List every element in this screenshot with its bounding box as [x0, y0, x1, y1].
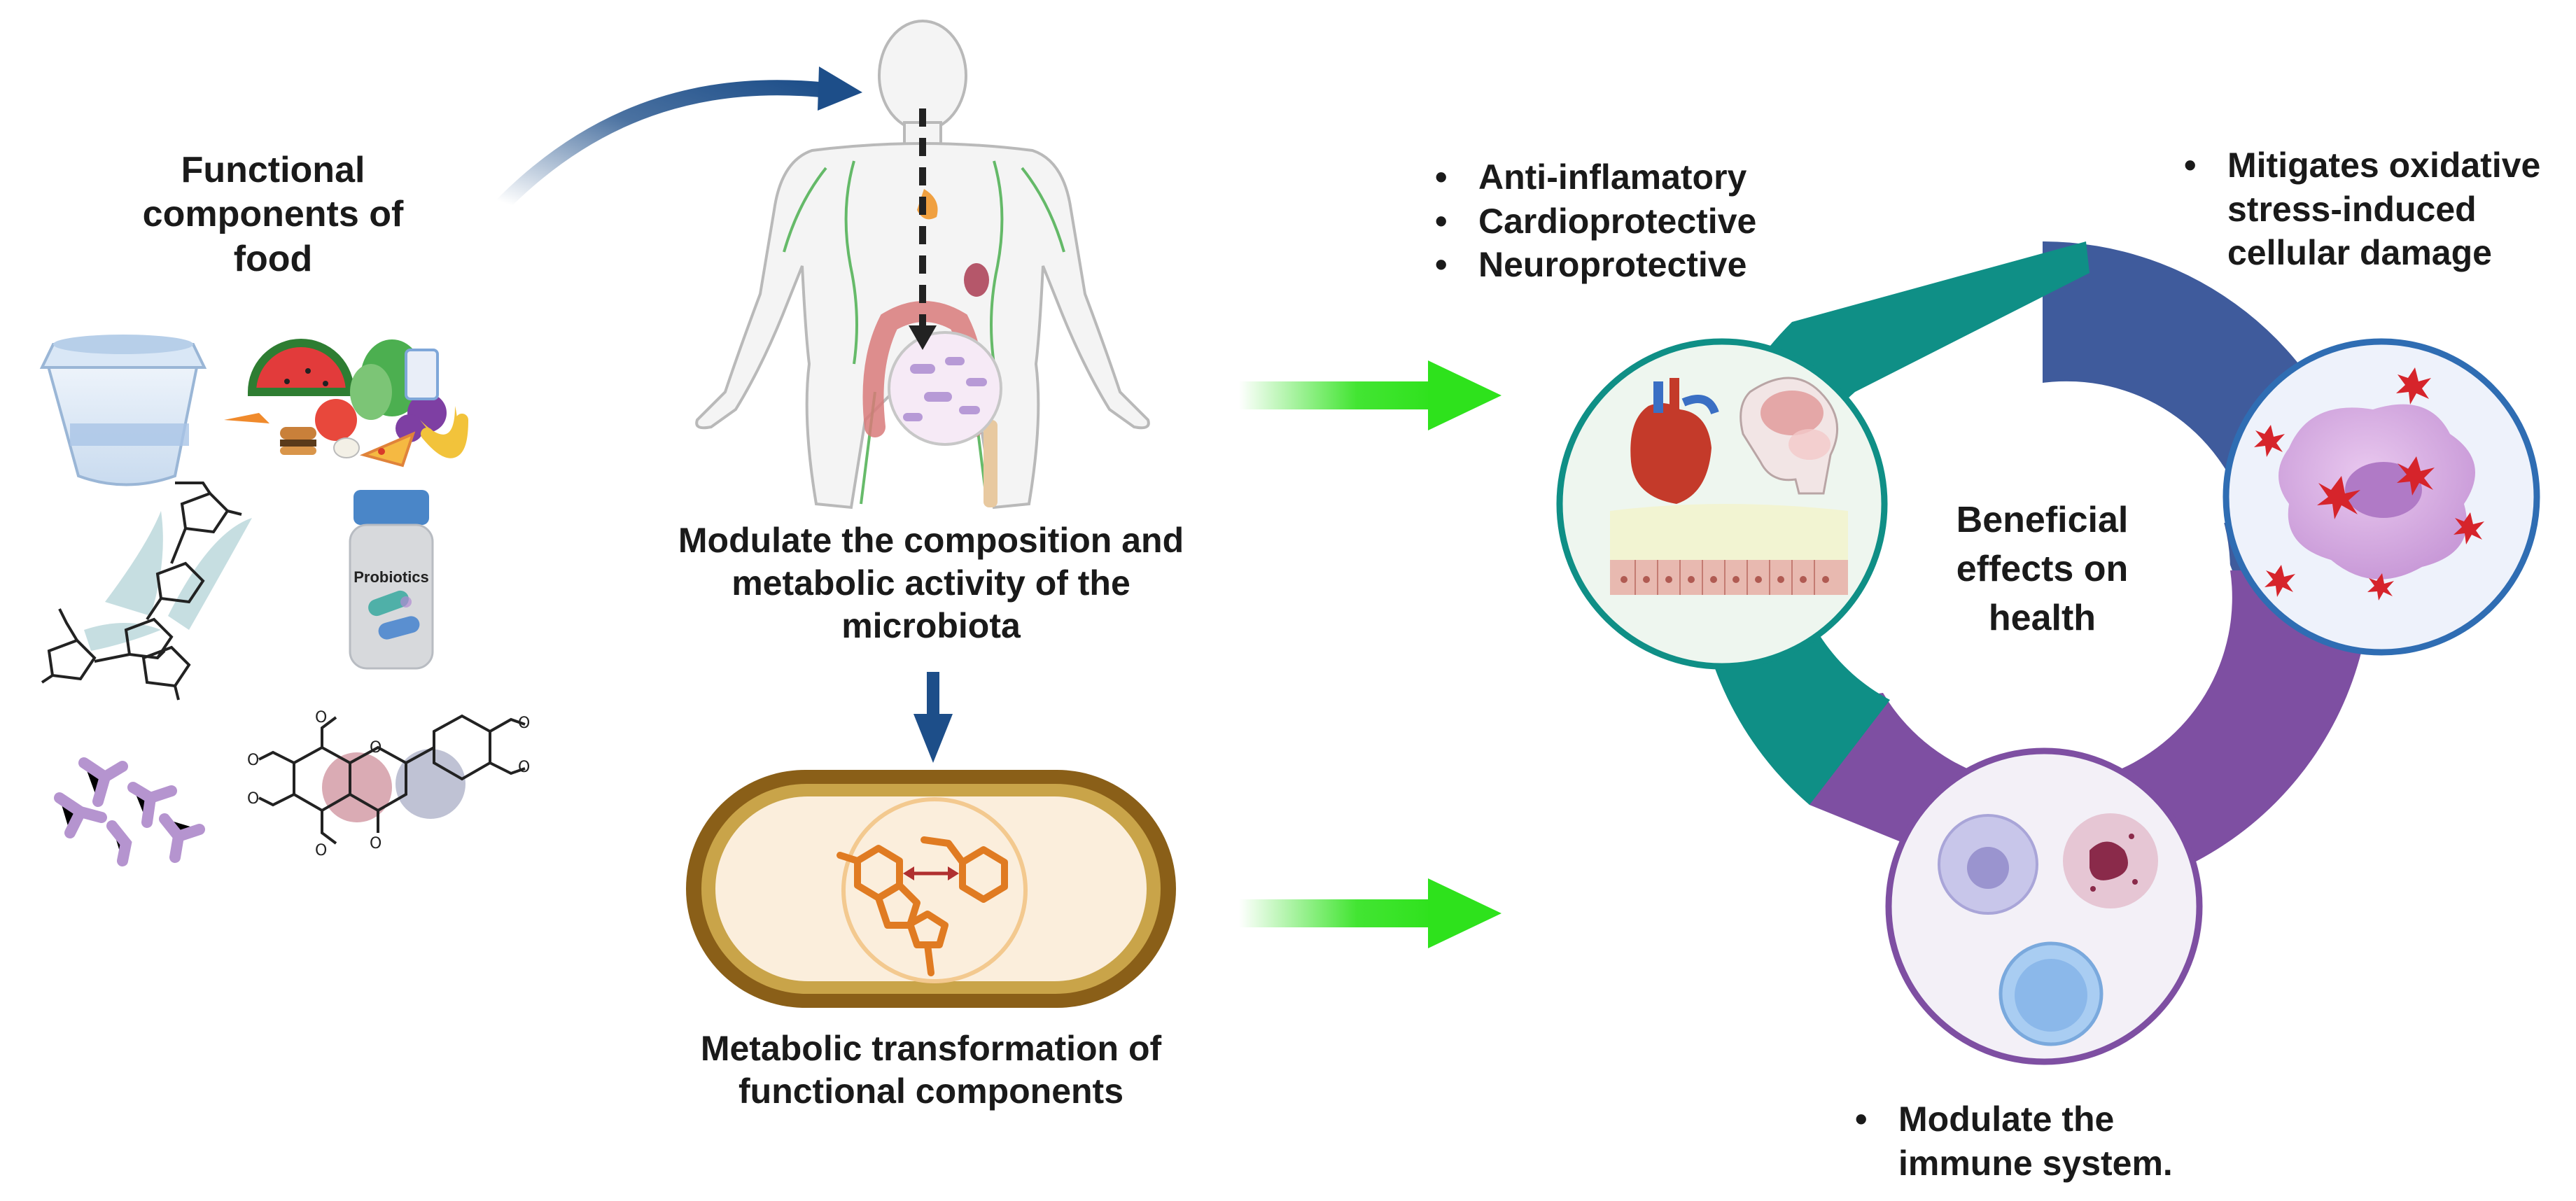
- probiotics-bottle-icon: [349, 490, 434, 670]
- fruits-vegetables-icon: [224, 339, 468, 468]
- ros-burst-icon: [2254, 367, 2484, 600]
- dietary-fiber-icon: [54, 757, 205, 866]
- modulate-microbiota-text: Modulate the composition and metabolic a…: [678, 521, 1184, 645]
- immune-cells-circle: [1885, 747, 2203, 1065]
- lymphocyte-icon: [1998, 941, 2104, 1046]
- effects-list-top-right: Mitigates oxidative stress-induced cellu…: [2184, 143, 2576, 275]
- double-arrow-icon: [903, 866, 959, 880]
- functional-components-title: Functional components of food: [142, 150, 404, 279]
- svg-text:O: O: [370, 835, 382, 852]
- effect-item: Mitigates oxidative stress-induced cellu…: [2184, 143, 2576, 275]
- effect-item: Neuroprotective: [1435, 243, 1926, 287]
- human-body-icon: [695, 20, 1150, 510]
- svg-text:O: O: [518, 759, 530, 776]
- oligosaccharide-structure-icon: [41, 482, 252, 701]
- effect-item: Anti-inflamatory: [1435, 155, 1926, 199]
- effect-item: Cardioprotective: [1435, 199, 1926, 244]
- green-arrow-upper-icon: [1239, 360, 1502, 430]
- down-arrow-icon: [913, 672, 953, 763]
- svg-text:O: O: [370, 739, 382, 757]
- effect-item: Modulate the immune system.: [1855, 1097, 2248, 1185]
- beneficial-effects-label: Beneficial effects on health: [1956, 500, 2129, 639]
- intestinal-epithelium-icon: [1610, 504, 1848, 595]
- svg-text:O: O: [247, 790, 259, 808]
- curved-arrow-icon: [496, 66, 862, 211]
- bacterium-icon: [686, 770, 1176, 1008]
- metabolic-transformation-text: Metabolic transformation of functional c…: [700, 1029, 1162, 1111]
- brain-icon: [1740, 377, 1839, 495]
- flavonoid-structure-icon: O O O O O O O O: [247, 709, 530, 859]
- probiotics-label: Probiotics: [354, 568, 429, 586]
- svg-text:O: O: [315, 842, 327, 859]
- svg-text:O: O: [518, 715, 530, 732]
- effects-list-bottom: Modulate the immune system.: [1855, 1097, 2248, 1185]
- green-arrow-lower-icon: [1239, 878, 1502, 948]
- macrophage-icon: [1938, 814, 2038, 915]
- neutrophil-icon: [2063, 813, 2158, 908]
- effects-list-top-left: Anti-inflamatory Cardioprotective Neurop…: [1435, 155, 1926, 287]
- heart-icon: [1630, 378, 1719, 504]
- oxidative-stress-circle: [2222, 338, 2540, 656]
- svg-text:O: O: [315, 709, 327, 726]
- heart-brain-circle: [1556, 338, 1888, 670]
- svg-text:O: O: [247, 752, 259, 769]
- yogurt-icon: [39, 335, 207, 486]
